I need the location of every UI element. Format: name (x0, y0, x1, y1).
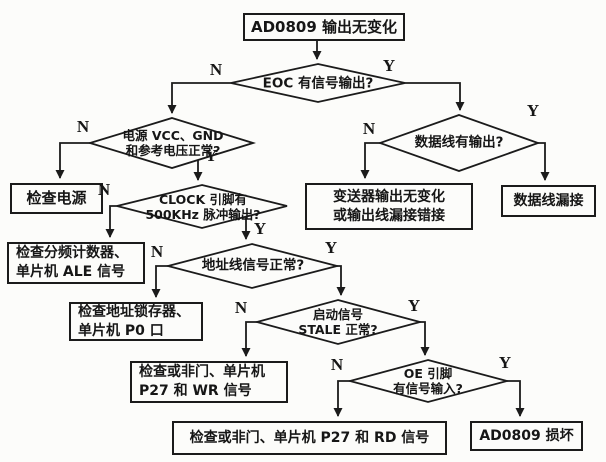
edge-stale-yes (420, 321, 430, 356)
branch-address-yes: Y (324, 238, 338, 257)
edge-dataline-no (360, 142, 380, 179)
decision-clock-label: CLOCK 引脚有 500KHz 脉冲输出? (145, 192, 261, 222)
node-check-latch-label: 检查地址锁存器、 单片机 P0 口 (78, 303, 190, 339)
node-check-nor-wr-label: 检查或非门、单片机 P27 和 WR 信号 (139, 364, 265, 399)
branch-dataline-no: N (362, 119, 376, 138)
decision-power-shape (86, 117, 257, 169)
edge-address-yes (336, 265, 346, 296)
edge-clock-no (105, 205, 117, 238)
edge-oe-no (333, 380, 350, 417)
node-dataline-open-label: 数据线漏接 (513, 192, 584, 209)
branch-power-yes: Y (204, 146, 218, 165)
node-check-nor-wr: 检查或非门、单片机 P27 和 WR 信号 (130, 361, 288, 403)
decision-address-shape (164, 243, 341, 289)
decision-address-label: 地址线信号正常? (201, 257, 305, 274)
edge-eoc-yes (405, 82, 465, 111)
node-transmitter-fault-label: 变送器输出无变化 或输出线漏接错接 (333, 188, 445, 224)
decision-dataline-shape (377, 114, 541, 172)
node-check-nor-rd: 检查或非门、单片机 P27 和 RD 信号 (172, 421, 447, 455)
branch-stale-no: N (234, 298, 248, 317)
node-check-divider: 检查分频计数器、 单片机 ALE 信号 (7, 242, 145, 284)
edge-address-no (151, 265, 168, 298)
decision-eoc-shape (230, 63, 406, 103)
branch-clock-no: N (97, 180, 111, 199)
node-check-divider-label: 检查分频计数器、 单片机 ALE 信号 (16, 245, 128, 280)
branch-address-no: N (150, 242, 164, 261)
decision-oe-label: OE 引脚 有信号输入? (393, 366, 463, 396)
node-check-latch: 检查地址锁存器、 单片机 P0 口 (69, 302, 203, 341)
node-transmitter-fault: 变送器输出无变化 或输出线漏接错接 (305, 183, 473, 230)
edge-stale-no (241, 321, 257, 357)
node-start-label: AD0809 输出无变化 (250, 17, 398, 36)
decision-power-label: 电源 VCC、GND 和参考电压正常? (122, 128, 224, 158)
branch-stale-yes: Y (407, 296, 421, 315)
branch-oe-no: N (330, 355, 344, 374)
edge-power-no (55, 142, 90, 179)
node-check-power-label: 检查电源 (26, 189, 87, 207)
decision-eoc-label: EOC 有信号输出? (262, 75, 374, 92)
node-check-power: 检查电源 (10, 183, 103, 214)
node-check-nor-rd-label: 检查或非门、单片机 P27 和 RD 信号 (189, 429, 430, 446)
branch-dataline-yes: Y (526, 101, 540, 120)
node-start: AD0809 输出无变化 (243, 13, 405, 41)
decision-stale-label: 启动信号 STALE 正常? (298, 307, 378, 337)
node-ad0809-damaged: AD0809 损坏 (470, 421, 583, 451)
decision-stale-shape (253, 299, 424, 345)
branch-power-no: N (76, 117, 90, 136)
node-dataline-open: 数据线漏接 (501, 185, 596, 217)
decision-clock-shape (116, 184, 288, 229)
branch-eoc-no: N (209, 60, 223, 79)
decision-dataline-label: 数据线有输出? (414, 134, 504, 151)
edge-dataline-yes (538, 142, 550, 181)
edge-eoc-no (167, 82, 231, 114)
branch-clock-yes: Y (253, 219, 267, 238)
decision-oe-shape (346, 359, 511, 403)
branch-oe-yes: Y (498, 353, 512, 372)
node-ad0809-damaged-label: AD0809 损坏 (479, 427, 574, 444)
branch-eoc-yes: Y (382, 56, 396, 75)
edge-oe-yes (507, 380, 525, 417)
